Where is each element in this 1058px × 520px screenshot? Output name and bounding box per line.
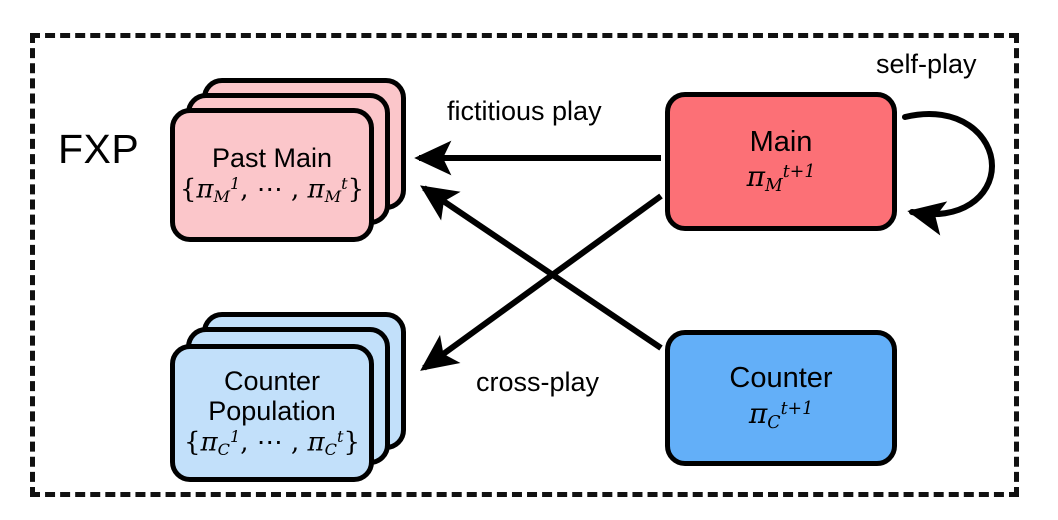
fictitious-play-label: fictitious play [447, 96, 602, 126]
past-main-card-text: Past Main {πM1, ⋯ , πMt} [170, 108, 374, 242]
past-main-population-stack[interactable]: Past Main {πM1, ⋯ , πMt} [170, 78, 406, 242]
counter-population-formula: {πC1, ⋯ , πCt} [184, 428, 360, 459]
past-main-set-open: { [179, 174, 197, 205]
main-node-sub: M [765, 176, 783, 197]
main-node-formula: πMt+1 [747, 161, 816, 197]
counter-population-pi-last: π [307, 427, 325, 458]
counter-node-formula: πCt+1 [749, 398, 813, 434]
counter-population-card-front [170, 344, 374, 482]
counter-population-set-close: } [343, 427, 360, 458]
main-node-pi: π [746, 160, 766, 194]
past-main-sup-last: t [341, 174, 348, 194]
past-main-formula: {πM1, ⋯ , πMt} [180, 175, 364, 206]
main-node-title: Main [749, 125, 813, 158]
counter-population-title-line-1: Counter [223, 365, 321, 396]
past-main-card-front [170, 108, 374, 242]
main-node-sup: t+1 [782, 162, 816, 183]
past-main-sub-last: M [324, 187, 342, 207]
self-play-label: self-play [876, 49, 977, 79]
counter-node-title: Counter [729, 362, 833, 395]
counter-population-ellipsis: , ⋯ , [240, 427, 308, 458]
counter-population-sup-last: t [336, 427, 344, 447]
counter-node-sup: t+1 [780, 398, 814, 419]
counter-node[interactable]: Counter πCt+1 [665, 330, 897, 466]
past-main-pi-last: π [307, 174, 325, 205]
past-main-pi-first: π [196, 174, 214, 205]
past-main-set-close: } [347, 174, 365, 205]
past-main-ellipsis: , ⋯ , [240, 174, 308, 205]
past-main-title: Past Main [211, 142, 333, 173]
past-main-sup-first: 1 [229, 174, 241, 194]
counter-population-sub-first: C [217, 440, 230, 460]
counter-population-card-text: Counter Population {πC1, ⋯ , πCt} [170, 344, 374, 482]
counter-population-title-line-2: Population [208, 395, 336, 426]
past-main-sub-first: M [213, 187, 230, 207]
main-node[interactable]: Main πMt+1 [665, 92, 897, 231]
counter-population-sup-first: 1 [229, 427, 241, 447]
cross-play-label: cross-play [476, 367, 600, 397]
fxp-frame [30, 33, 1019, 497]
counter-population-pi-first: π [200, 427, 218, 458]
counter-node-sub: C [767, 413, 781, 434]
fxp-label: FXP [58, 126, 140, 172]
counter-node-pi: π [748, 396, 768, 430]
counter-population-set-open: { [184, 427, 201, 458]
counter-population-stack[interactable]: Counter Population {πC1, ⋯ , πCt} [170, 312, 406, 482]
counter-population-sub-last: C [324, 440, 337, 460]
